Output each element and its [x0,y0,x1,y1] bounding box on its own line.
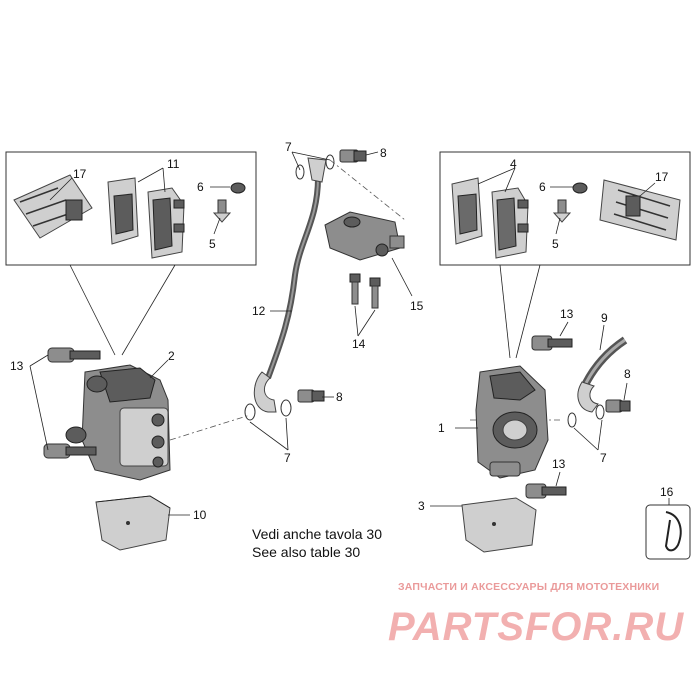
callout-7-right: 7 [600,451,607,465]
reference-note: Vedi anche tavola 30 See also table 30 [252,526,382,560]
right-caliper-cover [461,497,537,553]
callout-8-mid: 8 [336,390,343,404]
callout-6-right: 6 [539,180,546,194]
spring-plate-left [13,174,93,239]
bleed-screw-left [212,182,246,223]
note-line-italian: Vedi anche tavola 30 [252,526,382,542]
callout-13-left: 13 [10,359,24,373]
callout-12: 12 [252,304,266,318]
callout-9: 9 [601,311,608,325]
brake-pads-left [107,177,185,259]
brake-hose-union [324,211,405,261]
callout-16: 16 [660,485,674,499]
callout-13-right-top: 13 [560,307,574,321]
spring-plate-right [599,179,681,241]
callout-8-top: 8 [380,146,387,160]
callout-7-top: 7 [285,140,292,154]
callout-17-right: 17 [655,170,669,184]
left-caliper-cover [95,495,171,551]
watermark-logo: PARTSFOR.RU [388,605,684,649]
callout-10: 10 [193,508,207,522]
callout-4: 4 [510,157,517,171]
right-brake-caliper [475,365,549,479]
right-mounting-bolts [525,335,573,499]
callout-14: 14 [352,337,366,351]
union-bolts [349,273,381,309]
banjo-bolts-washers-center [244,149,367,421]
callout-8-right: 8 [624,367,631,381]
watermark: ЗАПЧАСТИ И АКСЕССУАРЫ ДЛЯ МОТОТЕХНИКИ PA… [388,581,684,649]
callout-2: 2 [168,349,175,363]
watermark-tagline: ЗАПЧАСТИ И АКСЕССУАРЫ ДЛЯ МОТОТЕХНИКИ [398,581,659,593]
brake-hose [253,157,327,413]
callout-6-left: 6 [197,180,204,194]
right-inset-frame [439,151,691,266]
left-inset-frame [5,151,257,266]
brake-pads-right [451,177,529,259]
callout-15: 15 [410,299,424,313]
callout-5-left: 5 [209,237,216,251]
callout-1: 1 [438,421,445,435]
callout-7-mid: 7 [284,451,291,465]
pad-retaining-clip [645,504,691,560]
right-hose-fitting [567,336,631,428]
callout-5-right: 5 [552,237,559,251]
callout-labels: 17 11 6 5 2 13 10 7 8 12 15 14 8 7 4 6 5… [10,140,674,522]
callout-11: 11 [167,157,180,171]
callout-13-right-bottom: 13 [552,457,566,471]
note-line-english: See also table 30 [252,544,360,560]
callout-17-left: 17 [73,167,87,181]
right-pad-inset [439,151,691,359]
left-pad-inset [5,151,257,356]
leader-lines [29,151,670,516]
left-brake-caliper [65,364,171,481]
callout-3: 3 [418,499,425,513]
bleed-screw-right [552,182,588,223]
